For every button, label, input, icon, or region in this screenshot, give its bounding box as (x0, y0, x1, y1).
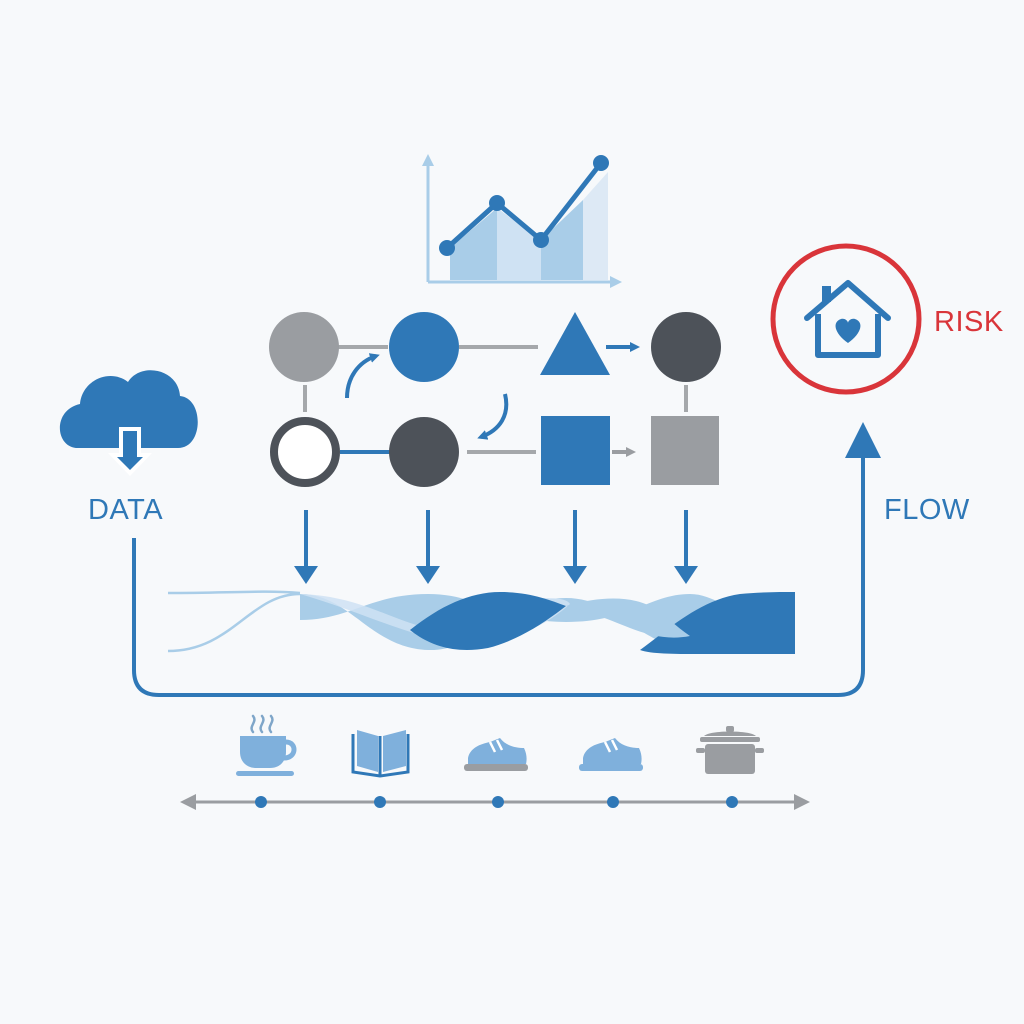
timeline-dot (726, 796, 738, 808)
cloud-download-icon (59, 370, 198, 476)
flow-label: FLOW (884, 494, 970, 526)
timeline-dot (255, 796, 267, 808)
sneaker-icon (579, 738, 643, 771)
data-to-flow-loop (132, 422, 881, 697)
process-nodes (269, 312, 721, 487)
node-hollow-circle (270, 417, 340, 487)
down-arrows (294, 510, 698, 584)
node-gray-square (651, 416, 719, 485)
wave-stream (167, 590, 795, 654)
node-connectors (303, 342, 688, 457)
risk-label: RISK (934, 306, 1004, 338)
sneaker-icon (464, 738, 528, 771)
node-gray-circle (269, 312, 339, 382)
coffee-cup-icon (236, 714, 297, 776)
node-blue-triangle (540, 312, 610, 375)
line-area-chart-icon (422, 154, 622, 288)
open-book-icon (351, 730, 410, 778)
cooking-pot-icon (696, 726, 764, 774)
timeline-dot (607, 796, 619, 808)
timeline-dot (492, 796, 504, 808)
node-dark-circle (651, 312, 721, 382)
timeline-dot (374, 796, 386, 808)
data-label: DATA (88, 494, 164, 526)
node-blue-circle (389, 312, 459, 382)
node-dark-circle-2 (389, 417, 459, 487)
node-blue-square (541, 416, 610, 485)
timeline-axis (180, 794, 810, 810)
house-heart-icon (770, 243, 922, 395)
